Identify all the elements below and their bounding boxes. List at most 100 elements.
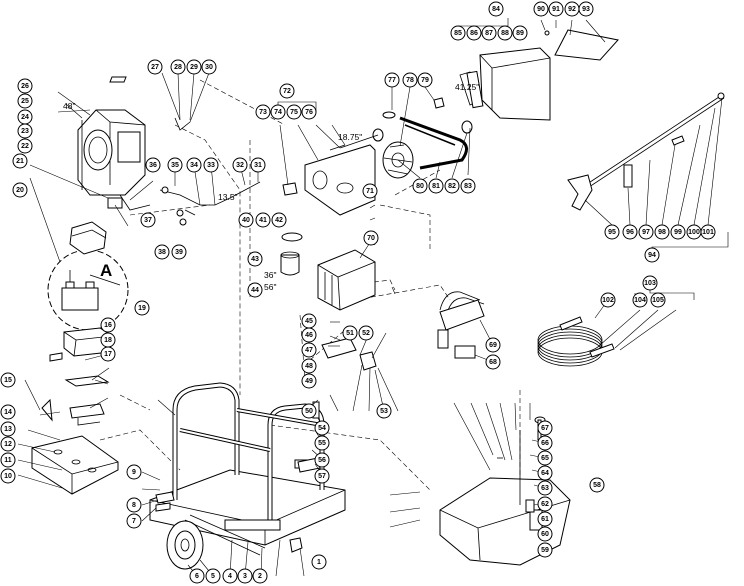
callout-17: 17 [100,346,116,362]
callout-label: 11 [4,457,12,464]
callout-label: 25 [21,98,29,105]
callout-label: 69 [489,342,497,349]
callout-label: 97 [642,229,650,236]
callout-93: 93 [578,1,594,17]
callout-label: 8 [132,502,136,509]
callout-label: 66 [541,440,549,447]
callout-label: 50 [305,408,313,415]
callout-label: 62 [541,501,549,508]
callout-95: 95 [604,224,620,240]
callout-55: 55 [314,435,330,451]
callout-label: 31 [254,162,262,169]
callout-89: 89 [512,25,528,41]
callout-label: 57 [318,473,326,480]
callout-72: 72 [279,83,295,99]
callout-41: 41 [255,212,271,228]
callout-48: 48 [301,358,317,374]
callout-15: 15 [0,372,16,388]
callout-label: 70 [367,235,375,242]
callout-96: 96 [622,224,638,240]
callout-38: 38 [154,244,170,260]
callout-label: 29 [190,64,198,71]
callout-71: 71 [362,183,378,199]
battery-box [63,327,113,357]
callout-5: 5 [205,568,221,584]
callout-50: 50 [301,403,317,419]
callout-100: 100 [686,224,702,240]
callout-18: 18 [100,332,116,348]
callout-98: 98 [654,224,670,240]
callout-label: 33 [207,162,215,169]
callout-label: 59 [541,547,549,554]
callout-label: 58 [593,482,601,489]
callout-47: 47 [301,342,317,358]
callout-70: 70 [363,230,379,246]
callout-label: 37 [144,217,152,224]
dimension-labels: 48" 41.25" 18.75" 13.5" 36" 56" [63,82,479,292]
callout-label: 17 [104,351,112,358]
callout-45: 45 [301,313,317,329]
belt-guard [459,29,619,121]
callout-label: 13 [4,426,12,433]
callout-36: 36 [145,157,161,173]
callout-84: 84 [488,1,504,17]
callout-label: 81 [432,183,440,190]
callout-35: 35 [167,157,183,173]
callout-12: 12 [0,436,16,452]
callout-label: 47 [305,347,313,354]
callout-label: 91 [552,6,560,13]
callout-label: 26 [21,83,29,90]
callout-label: 20 [16,187,24,194]
callout-label: 86 [470,30,478,37]
callout-label: 74 [274,109,282,116]
callout-104: 104 [632,292,648,308]
callout-label: 27 [151,64,159,71]
callout-7: 7 [126,513,142,529]
callout-31: 31 [250,157,266,173]
callout-82: 82 [444,178,460,194]
callout-label: 105 [652,297,664,304]
callout-24: 24 [17,109,33,125]
callout-105: 105 [650,292,666,308]
callout-label: 71 [366,188,374,195]
callout-label: 73 [259,109,267,116]
callout-42: 42 [271,212,287,228]
dimension-36in: 36" [264,270,276,280]
callout-37: 37 [140,212,156,228]
callout-label: 18 [104,337,112,344]
callout-68: 68 [485,354,501,370]
pump-mount-plate [282,144,376,216]
callout-88: 88 [497,25,513,41]
callout-94: 94 [644,247,660,263]
callout-label: 14 [4,409,12,416]
callout-label: 30 [205,64,213,71]
callout-11: 11 [0,452,16,468]
callout-label: 85 [454,30,462,37]
callout-label: 44 [251,287,259,294]
callout-60: 60 [537,526,553,542]
hose-coil [537,316,615,367]
wheel-assembly [166,514,303,570]
callout-label: 65 [541,455,549,462]
callout-101: 101 [700,224,716,240]
callout-label: 51 [346,330,354,337]
callout-78: 78 [402,72,418,88]
callout-label: 45 [305,318,313,325]
callout-label: 77 [388,77,396,84]
callout-102: 102 [600,292,616,308]
callout-13: 13 [0,421,16,437]
callout-86: 86 [466,25,482,41]
callout-label: 75 [290,109,298,116]
callout-57: 57 [314,468,330,484]
callout-label: 28 [174,64,182,71]
callout-58: 58 [589,477,605,493]
battery-plate [31,435,119,495]
callout-64: 64 [537,465,553,481]
callout-92: 92 [564,1,580,17]
callout-10: 10 [0,468,16,484]
callout-label: 40 [242,217,250,224]
callout-label: 76 [305,109,313,116]
callout-label: 60 [541,531,549,538]
callout-label: 101 [702,229,714,236]
